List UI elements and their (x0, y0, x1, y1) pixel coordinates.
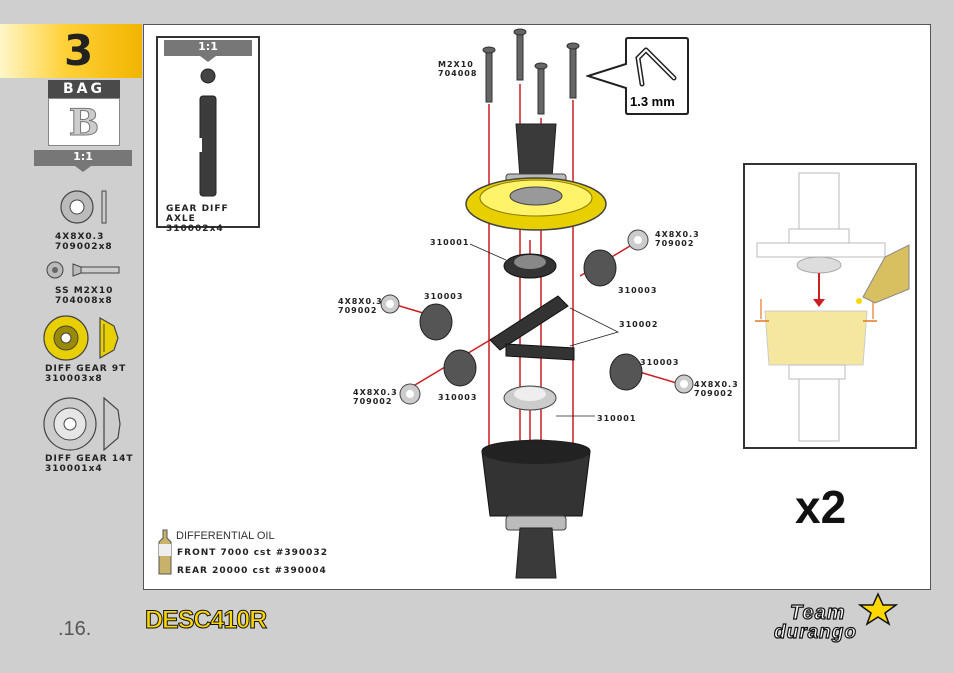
callout-gear-14t-top: 310001 (430, 238, 470, 247)
oil-fill-illustration (755, 172, 910, 442)
bag-letter: B (68, 102, 100, 145)
oil-rear: REAR 20000 cst #390004 (177, 566, 327, 576)
step-tab (0, 24, 142, 78)
oil-title: DIFFERENTIAL OIL (176, 530, 275, 542)
callout-gear-14t-bottom: 310001 (597, 414, 637, 423)
page-number: .16. (58, 618, 92, 640)
screw-icon (46, 261, 120, 279)
diff-gear-14t-icon (43, 396, 121, 452)
team-durango-logo-bottom: durango (773, 621, 857, 643)
bag-scale-banner: 1:1 (34, 150, 132, 172)
desc410r-logo-text: DESC410R (144, 606, 267, 635)
oil-bottle-icon (158, 529, 172, 575)
shim-washer-icon (60, 190, 107, 224)
inset-scale-banner: 1:1 (164, 40, 252, 62)
axle-inset: 1:1 GEAR DIFF AXLE 310002x4 (156, 36, 260, 234)
callout-gear-9t-a: 310003 (618, 286, 658, 295)
bag-label: BAG (48, 80, 120, 98)
inset-label: GEAR DIFF AXLE 310002x4 (166, 204, 229, 234)
diff-gear-9t-icon (43, 315, 119, 361)
oil-fill-detail (743, 163, 917, 449)
multiplier: x2 (795, 481, 847, 533)
callout-gear-9t-d: 310003 (438, 393, 478, 402)
callout-gear-9t-c: 310003 (640, 358, 680, 367)
team-durango-logo-top: Team (789, 601, 846, 624)
callout-gear-9t-b: 310003 (424, 292, 464, 301)
star-icon (858, 592, 898, 626)
part-label-shim: 4X8X0.3 709002x8 (55, 232, 113, 252)
hex-key-icon (586, 37, 689, 115)
screw-callout: M2X10 704008 (438, 60, 478, 78)
bag-icon: B (48, 98, 120, 146)
callout-axle: 310002 (619, 320, 659, 329)
part-label-gear-9t: DIFF GEAR 9T 310003x8 (45, 364, 127, 384)
hex-key-size: 1.3 mm (630, 94, 675, 109)
part-label-gear-14t: DIFF GEAR 14T 310001x4 (45, 454, 134, 474)
oil-front: FRONT 7000 cst #390032 (177, 548, 328, 558)
part-label-screw: SS M2X10 704008x8 (55, 286, 114, 306)
step-number: 3 (64, 26, 94, 75)
axle-icon (196, 68, 217, 197)
exploded-diff-diagram (380, 28, 694, 579)
